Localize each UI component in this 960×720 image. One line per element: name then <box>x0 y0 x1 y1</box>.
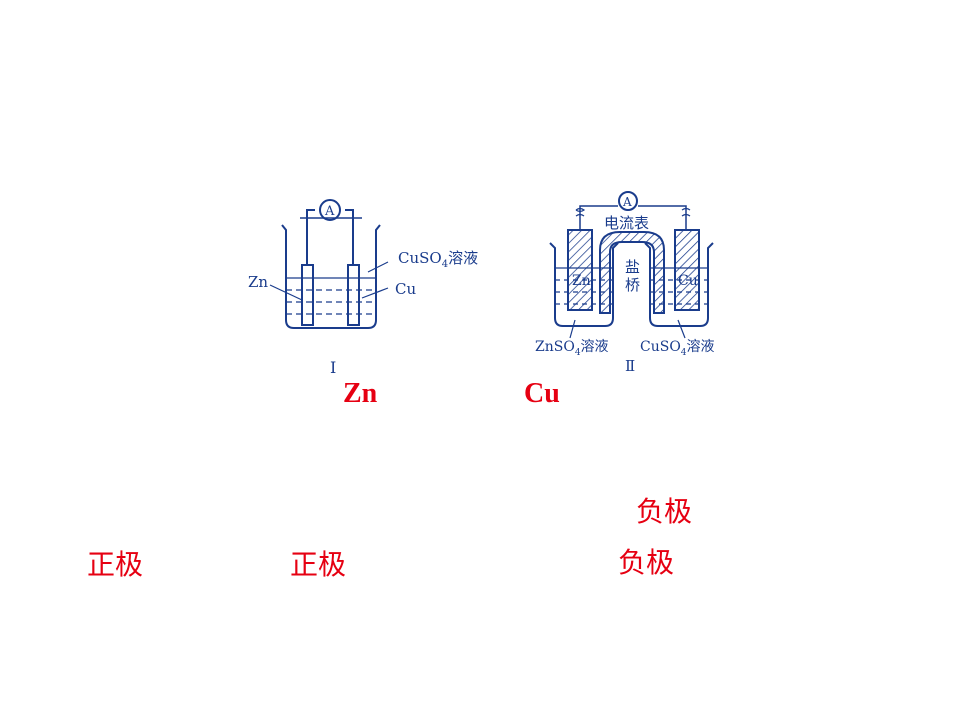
cuso4-label: CuSO4溶液 <box>640 339 715 358</box>
salt-bridge <box>599 231 665 314</box>
cu-label: Cu <box>395 280 416 298</box>
ammeter-label: A <box>324 204 335 219</box>
galvanic-cell-diagram-2: A 电流表 盐 桥 Zn Cu ZnSO4溶液 CuSO4溶液 Ⅱ <box>535 191 715 375</box>
cu-electrode <box>347 264 360 326</box>
znso4-label: ZnSO4溶液 <box>535 339 609 358</box>
cu-label: Cu <box>678 273 698 289</box>
answer-positive-1: 正极 <box>87 548 144 581</box>
ammeter-name-label: 电流表 <box>604 214 649 232</box>
zn-electrode <box>301 264 314 326</box>
answer-positive-2: 正极 <box>290 548 347 581</box>
zn-label: Zn <box>572 273 591 289</box>
salt-bridge-label-2: 桥 <box>625 276 640 294</box>
ammeter <box>618 191 638 211</box>
cu-electrode <box>674 229 700 311</box>
answer-zn: Zn <box>343 378 378 409</box>
ammeter-label: A <box>622 195 632 209</box>
solution-label: CuSO4溶液 <box>398 249 478 270</box>
beaker <box>281 224 381 329</box>
caption: Ⅱ <box>625 357 635 375</box>
salt-bridge-label-1: 盐 <box>625 258 640 276</box>
wire <box>306 209 354 265</box>
caption: Ⅰ <box>330 358 336 377</box>
ammeter <box>319 199 341 221</box>
galvanic-cell-diagram-1: A CuSO4溶液 Zn Cu Ⅰ <box>248 199 478 377</box>
answer-negative-2: 负极 <box>618 546 675 579</box>
left-beaker <box>549 242 619 327</box>
zn-electrode <box>567 229 593 311</box>
zn-label: Zn <box>248 273 268 291</box>
right-beaker <box>644 242 714 327</box>
answer-cu: Cu <box>524 378 560 409</box>
answer-negative-1: 负极 <box>636 495 693 528</box>
